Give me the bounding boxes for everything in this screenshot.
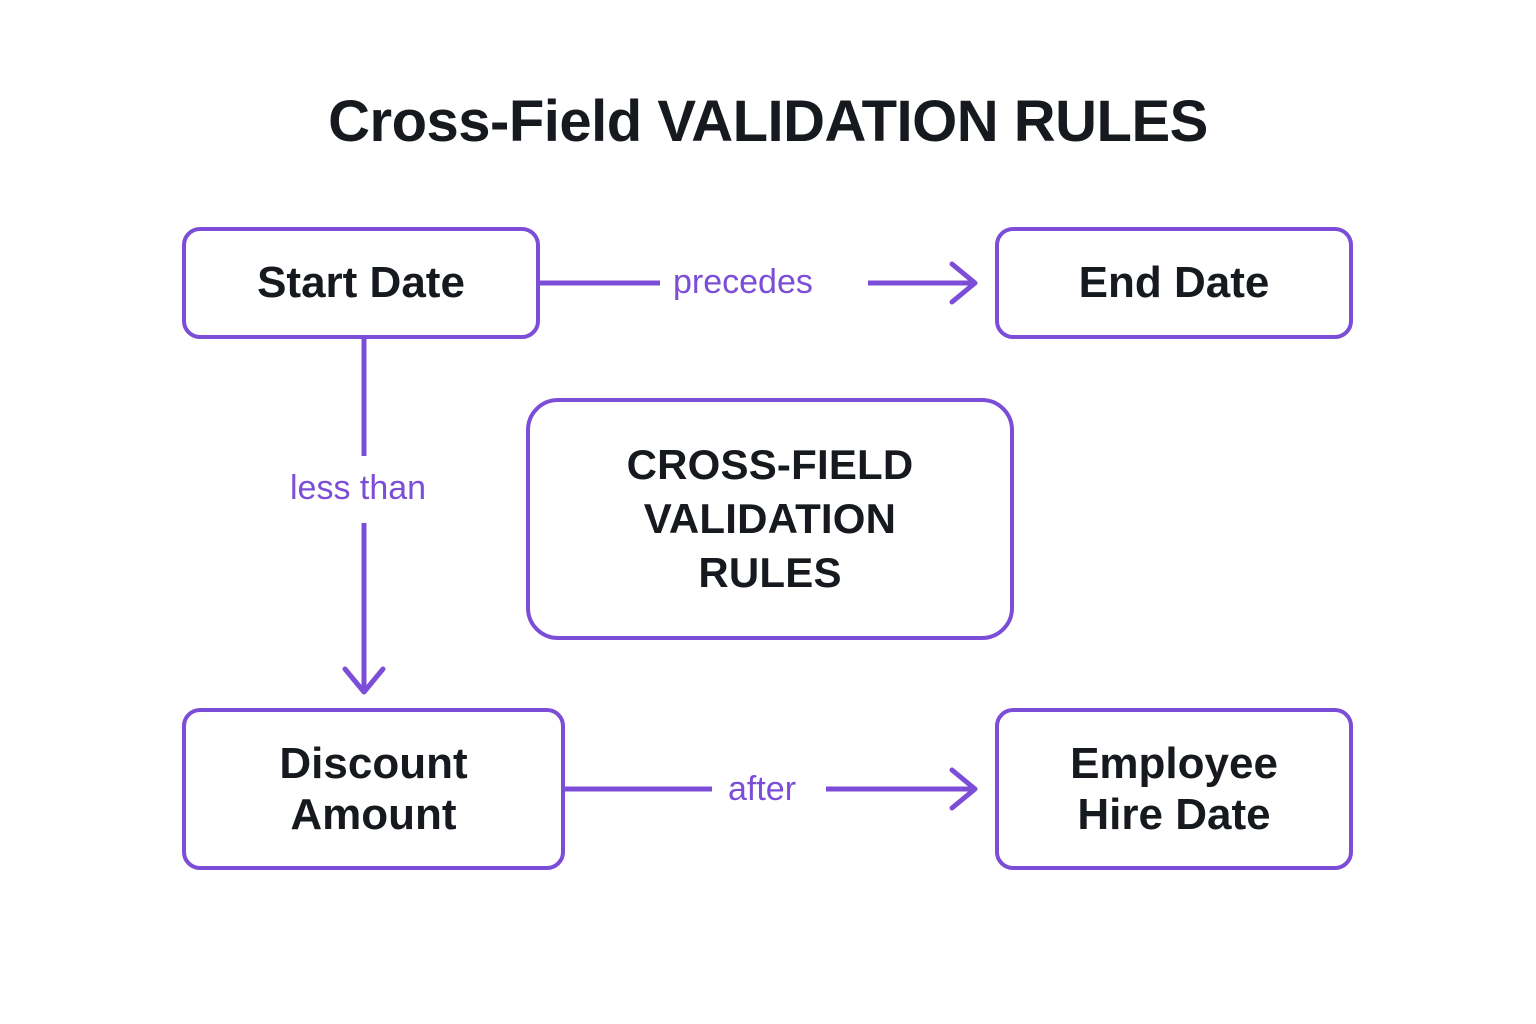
edge-after-arrowhead [949,767,978,811]
node-center-label: CROSS-FIELD VALIDATION RULES [626,441,914,596]
edge-precedes-arrowhead [949,261,978,305]
node-end-date-label: End Date [1078,258,1270,308]
node-cross-field-validation-rules[interactable]: CROSS-FIELD VALIDATION RULES [526,398,1014,640]
edge-label-after: after [718,772,807,806]
node-employee-hire-date[interactable]: Employee Hire Date [995,708,1353,870]
node-discount-amount[interactable]: Discount Amount [182,708,565,870]
page-title: Cross-Field VALIDATION RULES [328,89,1208,154]
node-employee-hire-date-label: Employee Hire Date [1070,738,1278,839]
edge-label-precedes: precedes [663,265,823,299]
edge-label-less-than: less than [280,471,437,505]
node-start-date-label: Start Date [257,258,465,308]
node-end-date[interactable]: End Date [995,227,1353,339]
node-discount-amount-label: Discount Amount [279,738,468,839]
node-start-date[interactable]: Start Date [182,227,540,339]
edge-less-than-arrowhead [342,666,386,695]
